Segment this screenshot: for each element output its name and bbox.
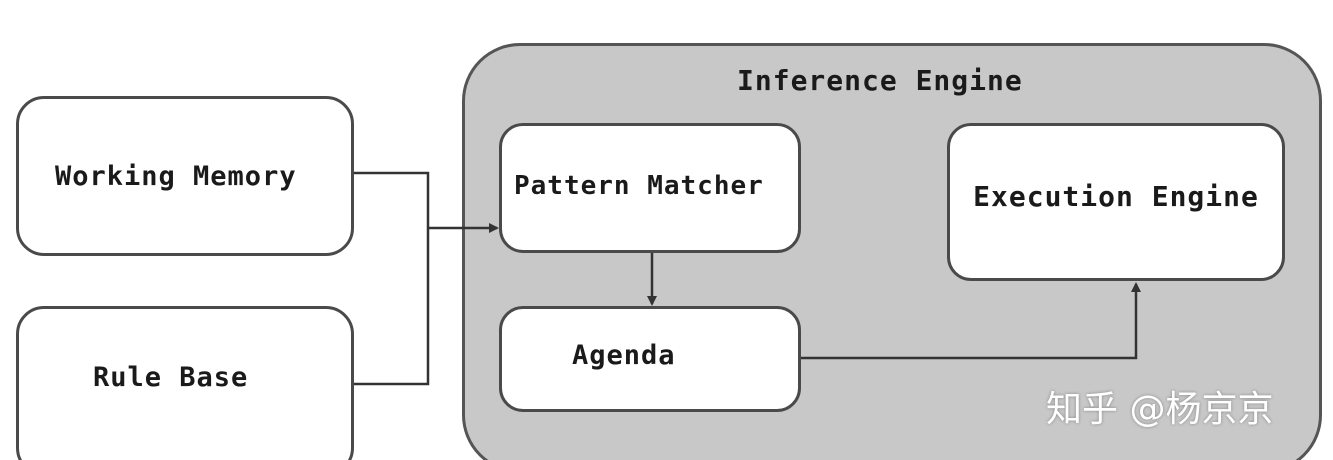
working-memory-node: Working Memory bbox=[16, 96, 354, 256]
agenda-label: Agenda bbox=[572, 339, 676, 371]
inference-engine-title: Inference Engine bbox=[737, 64, 1023, 97]
execution-engine-node: Execution Engine bbox=[947, 123, 1285, 281]
rule-base-to-junction-line bbox=[354, 228, 430, 386]
rule-base-node: Rule Base bbox=[16, 306, 354, 460]
working-memory-to-junction-line bbox=[354, 171, 430, 228]
pattern-matcher-label: Pattern Matcher bbox=[514, 171, 764, 201]
pattern-matcher-node: Pattern Matcher bbox=[499, 123, 801, 253]
execution-engine-label: Execution Engine bbox=[973, 179, 1259, 213]
agenda-node: Agenda bbox=[499, 306, 801, 412]
rule-base-label: Rule Base bbox=[93, 361, 249, 393]
working-memory-label: Working Memory bbox=[55, 160, 297, 192]
watermark-text: 知乎 @杨京京 bbox=[1046, 389, 1274, 430]
